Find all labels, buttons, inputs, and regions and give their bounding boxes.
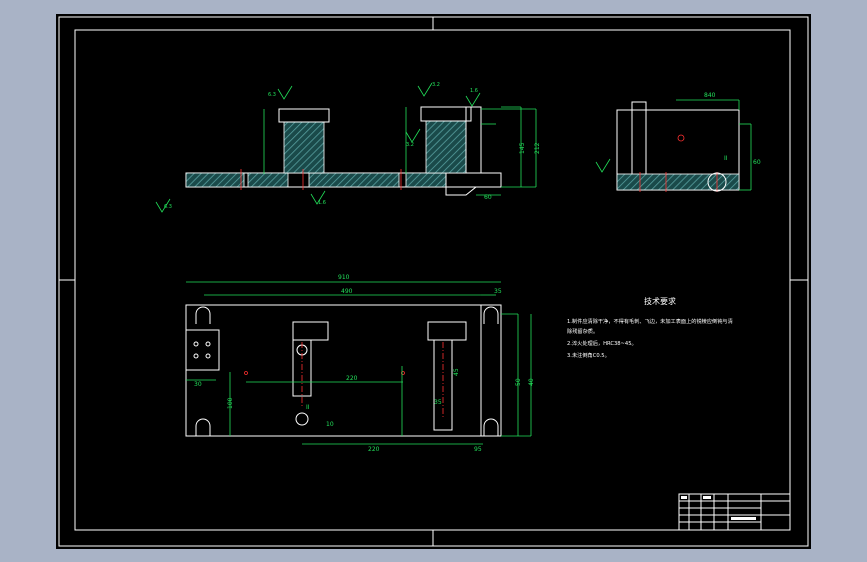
svg-text:1.6: 1.6	[470, 88, 478, 94]
svg-text:6.3: 6.3	[268, 92, 276, 98]
title-block	[678, 493, 791, 531]
svg-text:212: 212	[534, 142, 541, 154]
svg-text:145: 145	[519, 142, 526, 154]
svg-text:35: 35	[434, 399, 442, 406]
outer-border	[58, 16, 809, 547]
svg-text:40: 40	[528, 378, 535, 386]
svg-text:3.2: 3.2	[432, 82, 440, 88]
drawing-canvas: 145 212 60 6.3 3.2 1.6 6.3 1.6 3.2 840 6	[58, 16, 809, 547]
svg-text:1.6: 1.6	[318, 200, 326, 206]
cad-viewport[interactable]: 145 212 60 6.3 3.2 1.6 6.3 1.6 3.2 840 6	[56, 14, 811, 549]
tech-notes-title: 技术要求	[644, 296, 676, 306]
svg-text:II: II	[306, 404, 310, 411]
svg-text:490: 490	[341, 288, 353, 295]
front-elevation-view: 145 212 60 6.3 3.2 1.6 6.3 1.6 3.2	[155, 82, 541, 213]
tech-note-2: 除残留杂质。	[567, 327, 598, 335]
tech-note-1: 1.制件应清除干净，不得有毛刺、飞边，未加工表面上的锐棱应倒钝与清	[567, 317, 733, 325]
svg-text:60: 60	[484, 194, 492, 201]
svg-text:30: 30	[194, 381, 202, 388]
center-marks	[59, 17, 808, 546]
svg-text:220: 220	[346, 375, 358, 382]
svg-text:6.3: 6.3	[164, 204, 172, 210]
svg-text:50: 50	[515, 378, 522, 386]
svg-text:35: 35	[494, 288, 502, 295]
svg-text:910: 910	[338, 274, 350, 281]
svg-text:45: 45	[453, 368, 460, 376]
svg-text:100: 100	[227, 397, 234, 409]
tech-notes: 技术要求 1.制件应清除干净，不得有毛刺、飞边，未加工表面上的锐棱应倒钝与清 除…	[567, 296, 733, 359]
inner-border	[74, 29, 791, 531]
tech-note-4: 3.未注倒角C0.5。	[567, 351, 610, 359]
svg-text:II: II	[724, 155, 728, 162]
svg-text:10: 10	[326, 421, 334, 428]
svg-text:95: 95	[474, 446, 482, 453]
tech-note-3: 2.淬火处理后，HRC38~45。	[567, 339, 637, 347]
svg-text:220: 220	[368, 446, 380, 453]
svg-text:3.2: 3.2	[406, 142, 414, 148]
side-view: 840 60 II	[595, 92, 761, 192]
svg-text:840: 840	[704, 92, 716, 99]
plan-view: 910 490 35 220 95 30 100 220 45 35 10 50…	[185, 274, 535, 453]
svg-text:60: 60	[753, 159, 761, 166]
